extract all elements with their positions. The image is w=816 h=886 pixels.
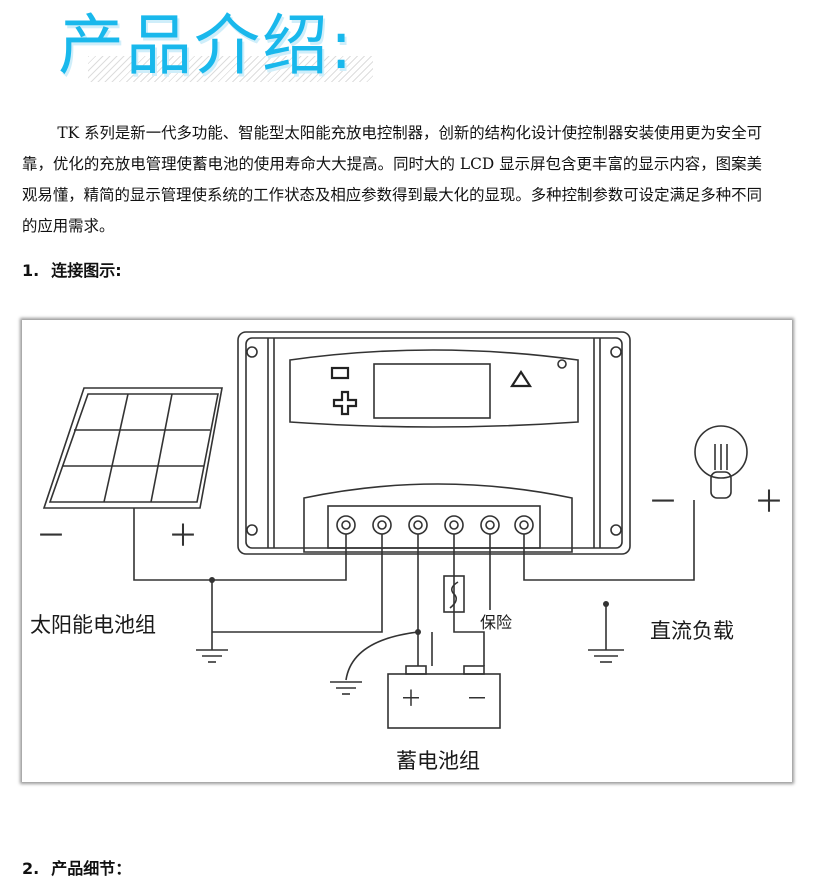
- section-label: 连接图示:: [51, 261, 122, 280]
- battery-minus-sign: －: [466, 687, 488, 712]
- connection-diagram: － ＋ － ＋ ＋ － 太阳能电池组 直流负载 蓄电池组 保险: [22, 320, 792, 782]
- section-number: 2.: [22, 859, 40, 878]
- solar-array-label: 太阳能电池组: [30, 613, 156, 637]
- battery-icon: [387, 665, 501, 729]
- title-decoration: [88, 56, 373, 82]
- fuse-label: 保险: [480, 613, 512, 632]
- controller-unit: [237, 331, 631, 555]
- page-title: 产品介绍:: [58, 7, 355, 84]
- terminals: [336, 515, 534, 535]
- solar-panel-icon: [42, 387, 223, 509]
- section-label: 产品细节：: [51, 859, 132, 878]
- battery-bank-label: 蓄电池组: [396, 749, 480, 773]
- battery-plus-sign: ＋: [400, 687, 422, 712]
- wiring: [133, 500, 695, 695]
- junction-dots: [209, 577, 609, 635]
- section-number: 1.: [22, 261, 40, 280]
- bulb-icon: [694, 425, 748, 499]
- section-heading-details: 2. 产品细节：: [22, 855, 131, 879]
- load-plus-sign: ＋: [754, 485, 784, 520]
- solar-minus-sign: －: [36, 519, 66, 554]
- display-icons: [330, 366, 533, 416]
- dc-load-label: 直流负载: [650, 619, 734, 643]
- solar-plus-sign: ＋: [168, 519, 198, 554]
- load-minus-sign: －: [648, 485, 678, 520]
- connection-diagram-svg: － ＋ － ＋ ＋ － 太阳能电池组 直流负载 蓄电池组 保险: [30, 331, 784, 773]
- section-heading-connection: 1. 连接图示:: [22, 257, 122, 281]
- intro-paragraph: TK 系列是新一代多功能、智能型太阳能充放电控制器，创新的结构化设计使控制器安装…: [22, 124, 762, 235]
